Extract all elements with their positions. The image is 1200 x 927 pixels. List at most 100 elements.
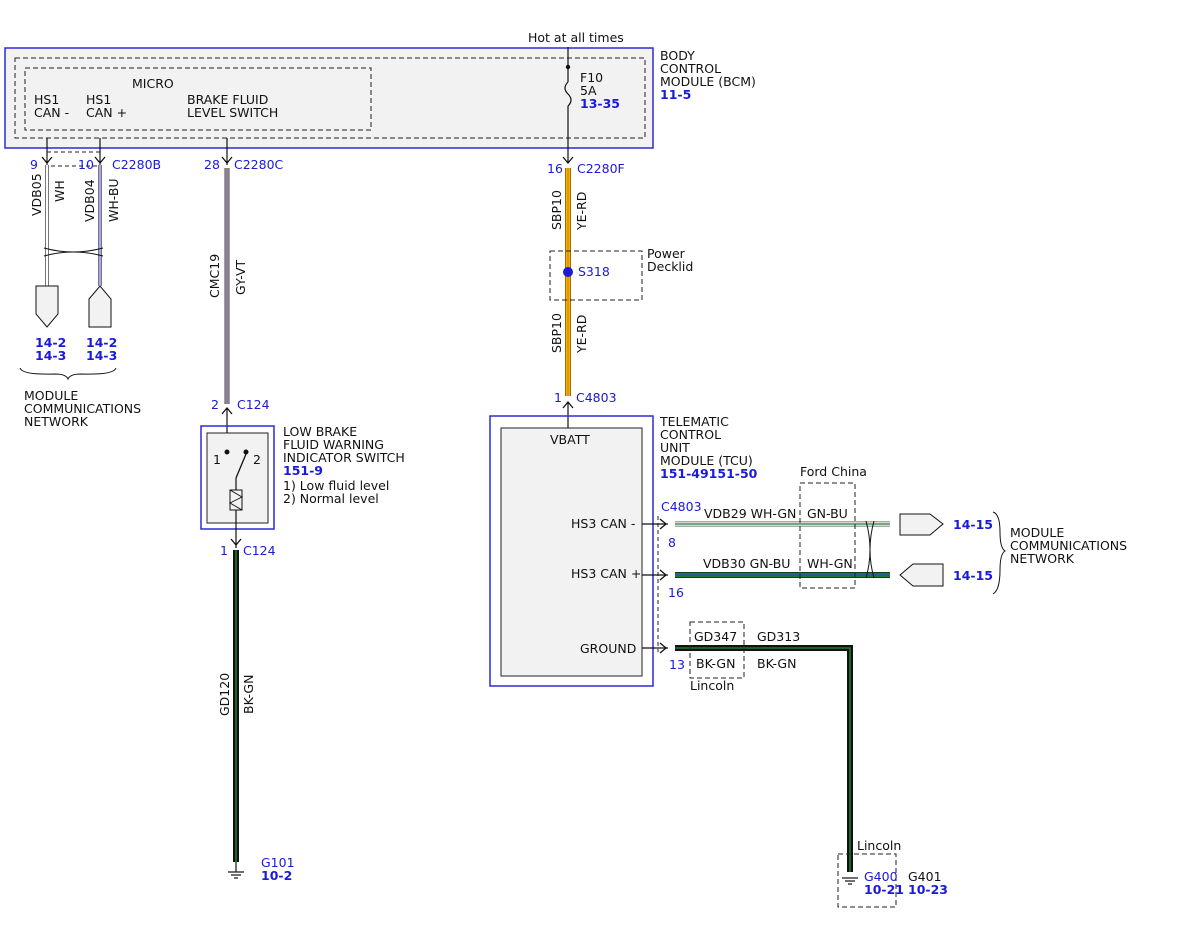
tcu-vbatt: VBATT xyxy=(550,432,590,447)
twisted-pair-symbol-left xyxy=(43,247,104,257)
switch-title-line2: FLUID WARNING xyxy=(283,437,384,452)
bcm-name-line2: CONTROL xyxy=(660,61,721,76)
c124-bot-arrow xyxy=(230,538,242,547)
splice-label-line2: Decklid xyxy=(647,259,693,274)
c2280b-label: C2280B xyxy=(112,157,161,172)
twisted-pair-symbol-right xyxy=(865,520,875,579)
switch-title-line3: INDICATOR SWITCH xyxy=(283,450,405,465)
switch-blade xyxy=(235,453,247,479)
pin16b-label: 16 xyxy=(668,585,684,600)
hs1-can-wires: 9 10 C2280B VDB05 WH VDB04 WH-BU 14-2 14… xyxy=(19,138,161,429)
lincoln-g400-dashed-box xyxy=(837,853,897,908)
tcu-ref: 151-49151-50 xyxy=(660,466,758,481)
mcn-left-line2: COMMUNICATIONS xyxy=(24,401,141,416)
gnbu-a-label: GN-BU xyxy=(807,506,848,521)
switch-pin1: 1 xyxy=(213,452,221,467)
tcu-box-outer xyxy=(489,415,654,687)
switch-ref: 151-9 xyxy=(283,463,323,478)
c4803-label: C4803 xyxy=(576,390,617,405)
c2280f-label: C2280F xyxy=(577,161,625,176)
pin10-label: 10 xyxy=(78,157,94,172)
tcu-name-line4: MODULE (TCU) xyxy=(660,453,753,468)
hs1-can-minus-line1: HS1 xyxy=(34,92,59,107)
right-ref-2: 14-15 xyxy=(953,568,993,583)
bcm-inner-dashed xyxy=(14,57,646,139)
g400-ref: 10-21 xyxy=(864,882,904,897)
c124-bot-pin: 1 xyxy=(220,543,228,558)
c124-top-label: C124 xyxy=(237,397,270,412)
bkgn-label: BK-GN xyxy=(241,675,256,714)
ford-china-label: Ford China xyxy=(800,464,867,479)
c4803-side-label: C4803 xyxy=(661,499,702,514)
mcn-left-line3: NETWORK xyxy=(24,414,89,429)
fuse-ref: 13-35 xyxy=(580,96,620,111)
left-ref-b2: 14-3 xyxy=(86,348,117,363)
g401-ref: 10-23 xyxy=(908,882,948,897)
tcu-name-line3: UNIT xyxy=(660,440,690,455)
fuse-dot xyxy=(565,64,571,70)
vdb29-label: VDB29 WH-GN xyxy=(704,506,796,521)
wh-label: WH xyxy=(52,180,67,202)
left-ref-a2: 14-3 xyxy=(35,348,66,363)
mcn-left-line1: MODULE xyxy=(24,388,78,403)
right-ref-1: 14-15 xyxy=(953,517,993,532)
sbp10-circuit: 16 C2280F SBP10 YE-RD S318 Power Decklid… xyxy=(547,156,693,428)
micro-dashed xyxy=(24,67,372,131)
bcm-name-line3: MODULE (BCM) xyxy=(660,74,756,89)
bcm-module: MICRO HS1 CAN - HS1 CAN + BRAKE FLUID LE… xyxy=(4,47,756,149)
tcu-box-inner xyxy=(500,427,643,677)
tcu-ground: GROUND xyxy=(580,641,636,656)
switch-contact-1 xyxy=(224,449,230,455)
brake-fluid-circuit: 28 C2280C CMC19 GY-VT 2 C124 1 2 LOW BRA… xyxy=(200,138,405,883)
tcu-name-line1: TELEMATIC xyxy=(659,414,729,429)
splice-dashed-box xyxy=(549,250,643,301)
vdb30-label: VDB30 GN-BU xyxy=(703,556,790,571)
hs1-can-minus-line2: CAN - xyxy=(34,105,69,120)
gd347-label: GD347 xyxy=(694,629,737,644)
g400-label: G400 xyxy=(864,869,898,884)
sbp10-label-b: SBP10 xyxy=(549,313,564,353)
fuse-label: F10 xyxy=(580,70,603,85)
offpage-connector-right-b xyxy=(899,563,944,587)
gd313-label: GD313 xyxy=(757,629,800,644)
brake-fluid-line1: BRAKE FLUID xyxy=(187,92,268,107)
tcu-module: VBATT HS3 CAN - HS3 CAN + GROUND TELEMAT… xyxy=(489,414,758,687)
brake-fluid-line2: LEVEL SWITCH xyxy=(187,105,278,120)
switch-title-line1: LOW BRAKE xyxy=(283,424,357,439)
left-ref-a1: 14-2 xyxy=(35,335,66,350)
mcn-right-line3: NETWORK xyxy=(1010,551,1075,566)
c2280c-label: C2280C xyxy=(234,157,284,172)
switch-box-outer xyxy=(200,425,275,530)
bcm-ref: 11-5 xyxy=(660,87,691,102)
hs3-can-plus-wire: VDB30 GN-BU WH-GN xyxy=(642,556,890,581)
c124-bot-label: C124 xyxy=(243,543,276,558)
c2280f-arrow xyxy=(562,156,574,165)
pin28-label: 28 xyxy=(204,157,220,172)
hs1-can-plus-line2: CAN + xyxy=(86,105,127,120)
g401-label: G401 xyxy=(908,869,942,884)
offpage-connector-left-b xyxy=(88,285,112,328)
mcn-right-line2: COMMUNICATIONS xyxy=(1010,538,1127,553)
sbp10-label-a: SBP10 xyxy=(549,190,564,230)
bkgn-b-label: BK-GN xyxy=(757,656,796,671)
hs3-can-minus-wire: VDB29 WH-GN GN-BU xyxy=(642,506,890,530)
left-ref-b1: 14-2 xyxy=(86,335,117,350)
vdb05-label: VDB05 xyxy=(29,173,44,216)
gd313-wire-stripe xyxy=(675,647,851,872)
yerd-label-a: YE-RD xyxy=(574,192,589,231)
splice-label-line1: Power xyxy=(647,246,686,261)
cmc19-label: CMC19 xyxy=(207,254,222,298)
splice-s318-label: S318 xyxy=(578,264,610,279)
brace-left xyxy=(19,367,117,381)
switch-pin2: 2 xyxy=(253,452,261,467)
gd120-label: GD120 xyxy=(217,673,232,716)
tcu-hs3-can-minus: HS3 CAN - xyxy=(571,516,635,531)
pin13-label: 13 xyxy=(669,657,685,672)
ground-arrow xyxy=(659,642,668,654)
hs3-plus-arrow xyxy=(659,569,668,581)
bcm-box xyxy=(4,47,654,149)
c2280b-dashed xyxy=(46,151,101,167)
offpage-connector-left-a xyxy=(35,285,59,328)
lincoln-b-label: Lincoln xyxy=(857,838,901,853)
